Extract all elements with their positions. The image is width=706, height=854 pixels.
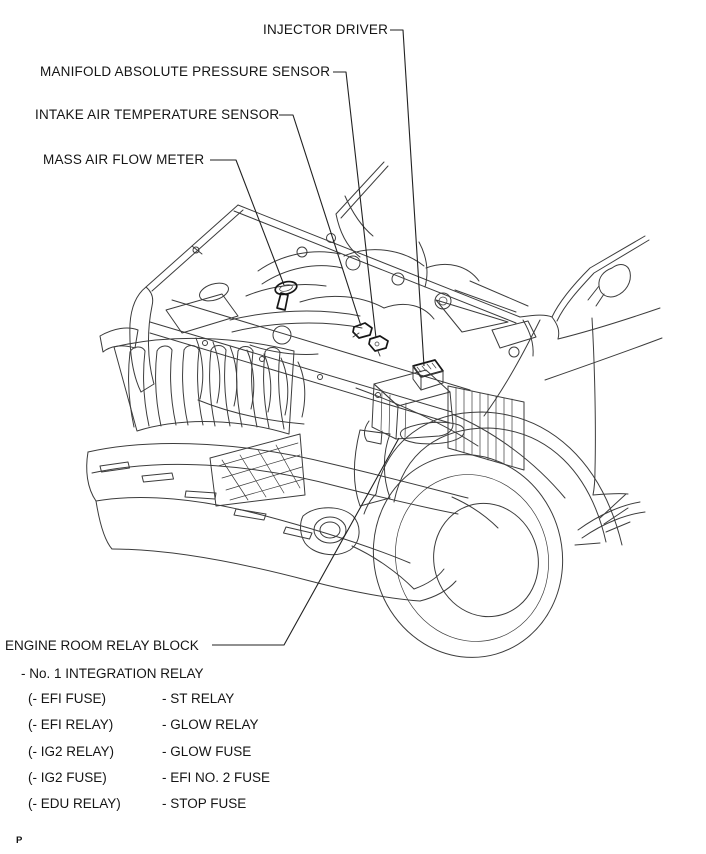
relay-row: (- IG2 FUSE) - EFI NO. 2 FUSE xyxy=(28,770,270,796)
label-intake-air-temperature-sensor: INTAKE AIR TEMPERATURE SENSOR xyxy=(35,107,280,122)
condenser-hatch xyxy=(210,434,305,506)
relay-row-right: - ST RELAY xyxy=(162,691,235,706)
label-engine-room-relay-block: ENGINE ROOM RELAY BLOCK xyxy=(5,638,199,653)
relay-row-left: (- IG2 RELAY) xyxy=(28,743,115,759)
leader-lines xyxy=(210,30,424,645)
relay-row-right: - STOP FUSE xyxy=(162,796,247,812)
leader-relay-block xyxy=(212,438,399,645)
page-footer-mark: P xyxy=(16,835,23,846)
mass-air-flow-meter-icon xyxy=(274,280,298,310)
front-grille xyxy=(114,338,294,434)
side-mirror-icon xyxy=(588,265,630,306)
label-manifold-absolute-pressure-sensor: MANIFOLD ABSOLUTE PRESSURE SENSOR xyxy=(40,64,331,79)
headlight-icon xyxy=(100,328,138,352)
label-injector-driver: INJECTOR DRIVER xyxy=(263,22,389,37)
relay-row-left: (- EFI RELAY) xyxy=(28,717,114,733)
relay-row-left: (- EDU RELAY) xyxy=(28,796,121,812)
relay-row-right: - EFI NO. 2 FUSE xyxy=(162,769,271,785)
leader-iat-sensor xyxy=(279,115,361,326)
cowl-and-pillar xyxy=(234,162,649,356)
relay-row-left: (- EFI FUSE) xyxy=(28,691,106,706)
relay-row: (- EFI FUSE) - ST RELAY xyxy=(28,691,270,717)
relay-row-left: (- IG2 FUSE) xyxy=(28,769,107,785)
front-bumper xyxy=(87,443,498,601)
injector-driver-icon xyxy=(413,360,443,390)
fog-light-icon xyxy=(301,508,360,555)
body-side xyxy=(452,308,662,545)
relay-rows: (- EFI FUSE) - ST RELAY (- EFI RELAY) - … xyxy=(28,691,270,822)
label-mass-air-flow-meter: MASS AIR FLOW METER xyxy=(43,152,205,167)
relay-row-right: - GLOW RELAY xyxy=(162,717,259,733)
manifold-absolute-pressure-sensor-icon xyxy=(369,336,388,356)
leader-injector-driver xyxy=(390,30,424,366)
label-integration-relay: - No. 1 INTEGRATION RELAY xyxy=(21,666,204,681)
radiator-core xyxy=(448,386,524,470)
leader-maf-meter xyxy=(210,160,284,285)
relay-row: (- EDU RELAY) - STOP FUSE xyxy=(28,796,270,822)
relay-row: (- EFI RELAY) - GLOW RELAY xyxy=(28,717,270,743)
front-wheel xyxy=(350,412,622,680)
engine-room-relay-block-icon xyxy=(356,370,478,446)
intake-air-temperature-sensor-icon xyxy=(353,323,372,338)
relay-row: (- IG2 RELAY) - GLOW FUSE xyxy=(28,744,270,770)
relay-row-right: - GLOW FUSE xyxy=(162,743,252,759)
leader-map-sensor xyxy=(333,72,376,338)
engine-details xyxy=(166,234,536,425)
